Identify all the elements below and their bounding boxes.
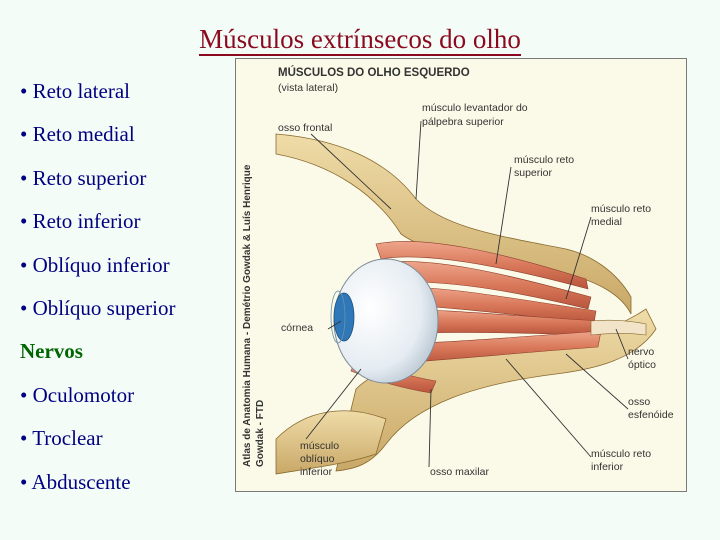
label-nervo-optico-line2: óptico (628, 359, 656, 371)
label-levantador-line1: músculo levantador do (422, 102, 528, 114)
slide-title-text: Músculos extrínsecos do olho (199, 24, 521, 56)
label-reto-superior-line1: músculo reto (514, 154, 574, 166)
bullet-item: • Oblíquo inferior (20, 252, 170, 277)
leader-levantador (415, 120, 422, 200)
iris-shape (333, 292, 355, 342)
leader-obliquo-inferior (305, 368, 362, 440)
label-obliquo-inferior-line2: oblíquo (300, 453, 335, 465)
bullet-item: • Reto inferior (20, 209, 141, 234)
label-osso-esfenoide-line2: esfenóide (628, 409, 674, 421)
label-osso-frontal: osso frontal (278, 122, 332, 134)
leader-reto-inferior (505, 358, 592, 458)
figure-title: MÚSCULOS DO OLHO ESQUERDO (278, 66, 470, 79)
inferior-rectus-shape (375, 330, 602, 365)
figure-credit-line-1: Atlas de Anatomia Humana - Demétrio Gowd… (242, 164, 253, 467)
leader-reto-medial (565, 216, 592, 300)
leader-nervo-optico (615, 328, 629, 360)
label-reto-superior-line2: superior (514, 167, 552, 179)
label-osso-maxilar: osso maxilar (430, 466, 489, 478)
bullet-item: • Reto superior (20, 165, 147, 190)
bullet-item: • Reto medial (20, 122, 135, 147)
lower-bone-fragment (275, 410, 387, 475)
illustration-svg: MÚSCULOS DO OLHO ESQUERDO (vista lateral… (242, 66, 674, 478)
cornea-shape (330, 290, 346, 344)
leader-osso-maxilar (428, 388, 432, 468)
label-reto-inferior-line2: inferior (591, 461, 624, 473)
bullet-item: • Oculomotor (20, 382, 135, 407)
frontal-bone-shape (275, 133, 632, 315)
bullet-item: • Reto lateral (20, 79, 130, 103)
optic-nerve-shape (590, 319, 647, 336)
label-reto-inferior-line1: músculo reto (591, 448, 651, 460)
label-obliquo-inferior-line3: inferior (300, 466, 333, 478)
bullet-item: • Abduscente (20, 469, 131, 494)
slide-title: Músculos extrínsecos do olho (0, 24, 720, 56)
label-cornea: córnea (281, 322, 313, 334)
bullet-item: • Oblíquo superior (20, 295, 176, 320)
nerves-heading: Nervos (20, 339, 83, 364)
label-reto-medial-line2: medial (591, 216, 622, 228)
levator-muscle-shape (375, 241, 589, 290)
figure-credit-line-2: Gowdak - FTD (255, 400, 266, 467)
figure-subtitle: (vista lateral) (278, 82, 338, 94)
leader-osso-frontal (310, 133, 392, 210)
leader-osso-esfenoide (565, 353, 629, 410)
bullet-list: • Reto lateral • Reto medial • Reto supe… (20, 78, 176, 512)
label-osso-esfenoide-line1: osso (628, 396, 650, 408)
eye-muscles-illustration: MÚSCULOS DO OLHO ESQUERDO (vista lateral… (235, 58, 687, 492)
leader-reto-superior (495, 166, 512, 265)
label-obliquo-inferior-line1: músculo (300, 440, 339, 452)
bullet-item: • Troclear (20, 426, 103, 451)
leader-cornea (327, 320, 342, 330)
label-nervo-optico-line1: nervo (628, 346, 654, 358)
label-levantador-line2: pálpebra superior (422, 116, 504, 128)
label-reto-medial-line1: músculo reto (591, 203, 651, 215)
